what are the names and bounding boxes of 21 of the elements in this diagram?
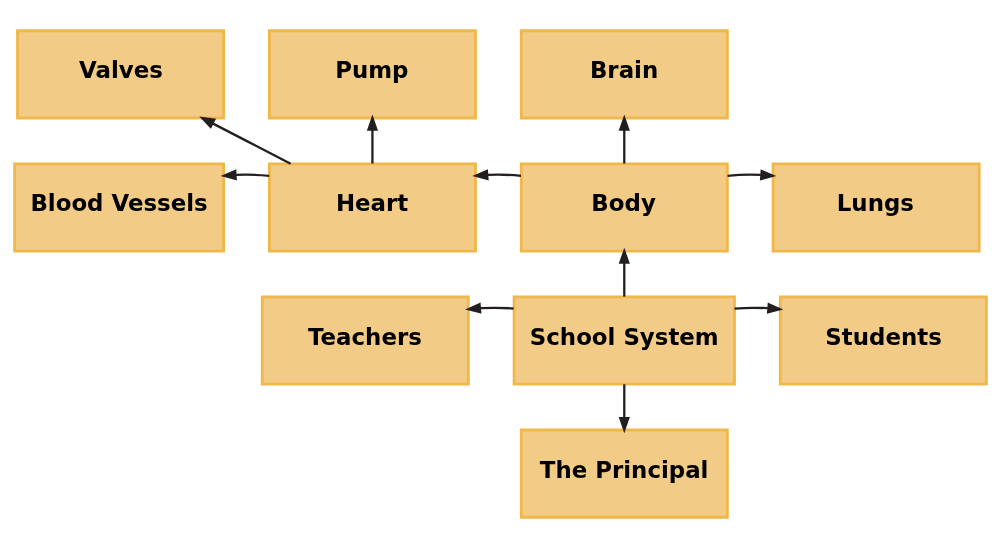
node-box: Valves — [16, 29, 225, 120]
arrow — [618, 384, 630, 434]
arrow — [618, 114, 630, 164]
arrow — [727, 169, 777, 181]
arrow — [465, 302, 514, 314]
node-box: Pump — [267, 29, 477, 120]
arrow — [618, 247, 630, 297]
node-box: Heart — [267, 162, 477, 253]
node-box: The Principal — [519, 428, 729, 519]
node-box: Students — [778, 295, 988, 386]
arrow — [734, 302, 784, 314]
arrow — [472, 169, 522, 181]
node-box: Body — [519, 162, 729, 253]
arrow — [220, 169, 270, 181]
node-box: Teachers — [260, 295, 470, 386]
arrow — [366, 114, 379, 164]
node-box: Lungs — [771, 162, 981, 253]
node-box: Brain — [519, 29, 729, 120]
arrow — [199, 116, 292, 165]
node-box: Blood Vessels — [13, 162, 225, 253]
node-box: School System — [512, 295, 736, 386]
